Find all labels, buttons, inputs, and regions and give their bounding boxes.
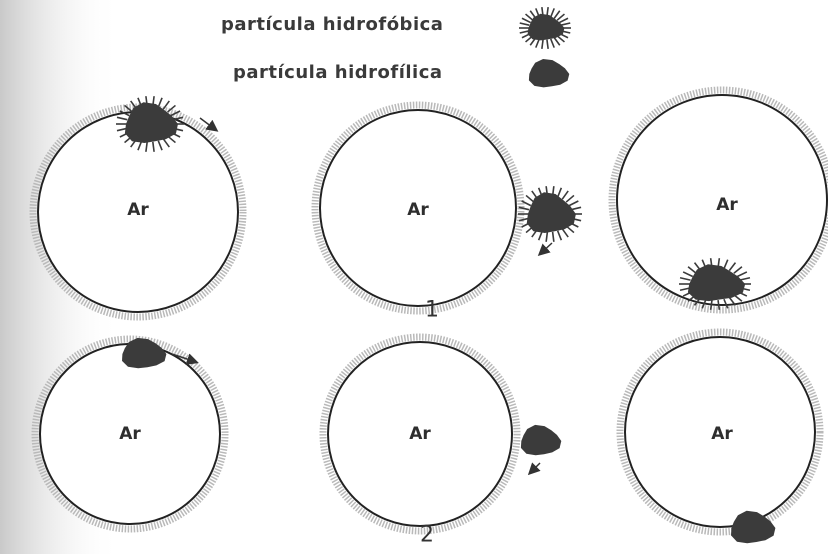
bubble-2b-label: Ar (409, 424, 431, 444)
hydrophilic-particle-2b (521, 425, 561, 455)
legend-hydrophobic-label: partícula hidrofóbica (221, 14, 443, 35)
bubble-2c-label: Ar (711, 424, 733, 444)
bubble-2a-label: Ar (119, 424, 141, 444)
bubble-1c-label: Ar (716, 195, 738, 215)
motion-arrow-icon-1b (540, 243, 552, 254)
hydrophobic-particle-1b (518, 186, 582, 242)
smooth-particle-icon (529, 59, 569, 87)
hairy-particle-icon (519, 7, 571, 49)
row-label-1: 1 (425, 298, 439, 323)
motion-arrow-icon-2b (530, 463, 540, 473)
motion-arrow-icon-1a (200, 118, 216, 130)
hydrophilic-particle-2c (731, 511, 775, 544)
bubble-1b-label: Ar (407, 200, 429, 220)
row-label-2: 2 (420, 523, 434, 548)
legend-hydrophilic-label: partícula hidrofílica (233, 62, 443, 83)
bubble-1a-label: Ar (127, 200, 149, 220)
